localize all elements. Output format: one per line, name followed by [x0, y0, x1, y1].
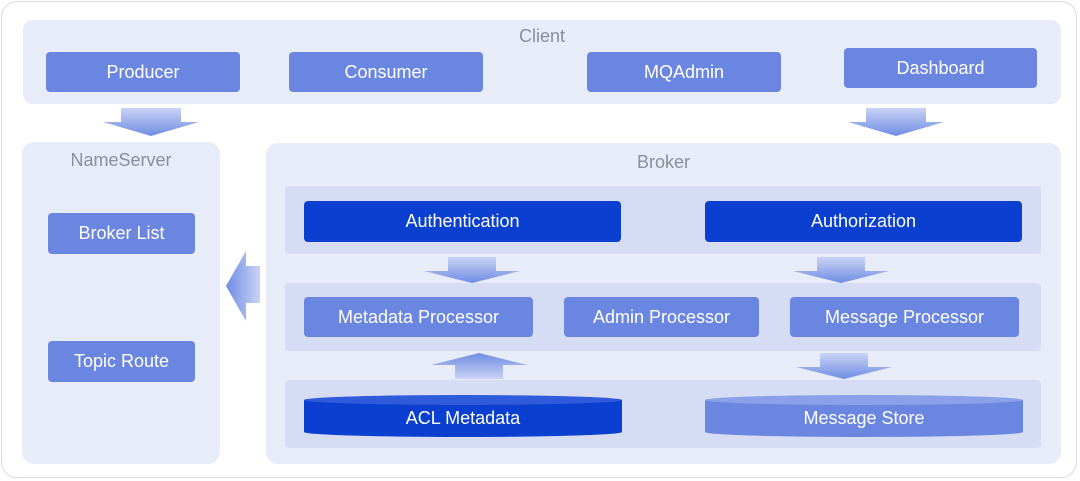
- topic-route-box: Topic Route: [48, 341, 195, 382]
- authorization-box: Authorization: [705, 201, 1022, 242]
- producer-box: Producer: [46, 52, 240, 92]
- acl-to-metadata-processor-arrow: [431, 353, 527, 379]
- client-to-broker-arrow: [848, 108, 944, 136]
- message-processor-box: Message Processor: [790, 297, 1019, 337]
- admin-processor-box: Admin Processor: [564, 297, 759, 337]
- acl-metadata-label: ACL Metadata: [405, 408, 521, 428]
- acl-metadata-cylinder: ACL Metadata: [304, 395, 622, 437]
- nameserver-panel: [22, 142, 220, 464]
- message-store-cylinder: Message Store: [705, 395, 1023, 437]
- consumer-box: Consumer: [289, 52, 483, 92]
- message-processor-to-store-arrow: [796, 353, 892, 379]
- authentication-to-processor-arrow: [424, 257, 520, 283]
- authentication-box: Authentication: [304, 201, 621, 242]
- authorization-to-processor-arrow: [793, 257, 889, 283]
- dashboard-box: Dashboard: [844, 48, 1037, 88]
- broker-to-nameserver-arrow: [226, 251, 260, 321]
- metadata-processor-box: Metadata Processor: [304, 297, 533, 337]
- broker-title: Broker: [636, 152, 690, 172]
- nameserver-title: NameServer: [70, 150, 172, 170]
- broker-list-box: Broker List: [48, 213, 195, 254]
- mqadmin-box: MQAdmin: [587, 52, 781, 92]
- message-store-label: Message Store: [803, 408, 925, 428]
- client-to-nameserver-arrow: [103, 108, 199, 136]
- client-title: Client: [518, 26, 566, 46]
